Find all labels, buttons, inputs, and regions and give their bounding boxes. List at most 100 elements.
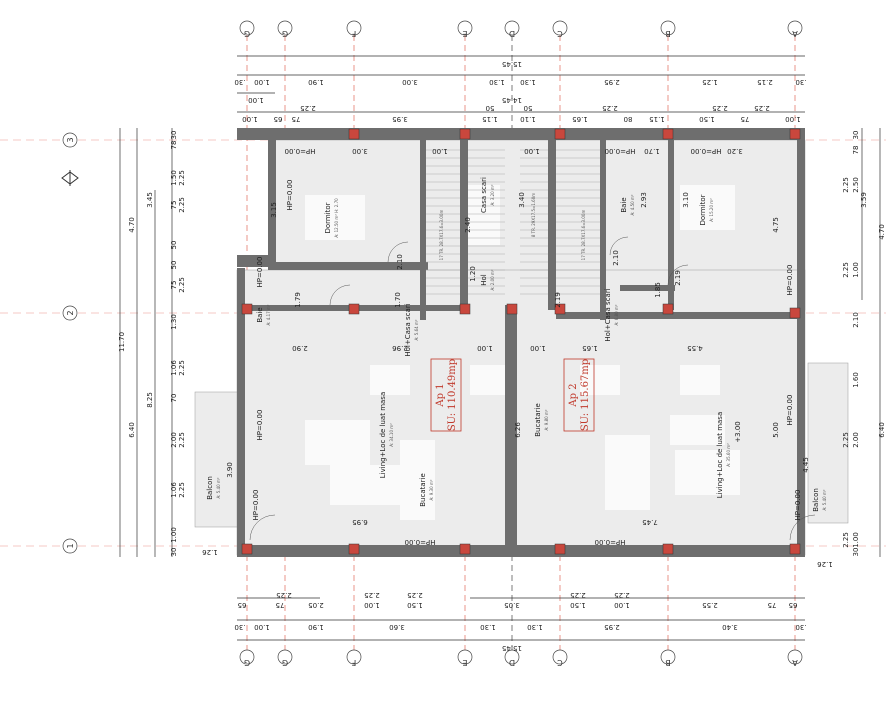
dim-value: 2.55 <box>702 601 718 609</box>
axis-label: C <box>557 29 563 38</box>
apartment-label-box <box>563 358 595 432</box>
room-label: Dormitor <box>699 194 707 225</box>
dim-value: 1.00 <box>364 601 380 609</box>
axis-bubble <box>504 20 520 36</box>
dim-sub: 2.25 <box>842 262 850 278</box>
dim-value: 6.40 <box>128 422 136 438</box>
dim-sub: 2.25 <box>712 104 728 112</box>
dim-value: 50 <box>170 241 178 250</box>
room-label: Living+Loc de luat masa <box>379 392 387 478</box>
interior-dimension: 1.79 <box>294 292 302 308</box>
dim-value: 78 <box>852 146 860 155</box>
dim-value: 65 <box>789 601 798 609</box>
axis-label: E <box>462 658 467 667</box>
wall <box>237 255 275 267</box>
dim-sub: 2.25 <box>842 532 850 548</box>
interior-dimension: 1.70 <box>644 147 660 155</box>
structural-column <box>662 303 674 315</box>
structural-column <box>348 128 360 140</box>
interior-dimension: 3.40 <box>518 192 526 208</box>
dim-value: 75 <box>170 201 178 210</box>
door-swing <box>249 514 276 541</box>
interior-dimension: 1.20 <box>469 266 477 282</box>
furniture <box>675 450 740 495</box>
structural-column <box>789 543 801 555</box>
room-area: A: 2.00 m² <box>490 269 495 290</box>
stair-label: 17 TR. 28.7X17.6=3.00m <box>439 210 444 261</box>
apartment-area: SU: 110.49mp <box>447 359 458 431</box>
wall <box>460 140 468 310</box>
interior-dimension: 1.26 <box>817 560 833 568</box>
wall <box>797 360 805 556</box>
dim-sub: 2.25 <box>754 104 770 112</box>
dim-sub: 2.25 <box>570 591 586 599</box>
room-area: A: 35.60 m² <box>726 443 731 467</box>
axis-bubble <box>552 20 568 36</box>
dim-value: 3.45 <box>146 192 154 208</box>
dim-value: 1.15 <box>482 115 498 123</box>
interior-dimension: 3.00 <box>352 147 368 155</box>
dim-overall: 11.70 <box>118 332 126 352</box>
wall <box>556 312 801 319</box>
dim-value: 30 <box>852 548 860 557</box>
furniture <box>680 365 720 395</box>
axis-bubble <box>62 132 78 148</box>
room-area: A: 4.17 m² <box>266 304 271 325</box>
room-label: Hol+Casa scari <box>604 288 612 341</box>
dim-value: 4.70 <box>878 224 886 240</box>
dim-value: 4.70 <box>128 217 136 233</box>
interior-dimension: HP=0.00 <box>285 147 316 155</box>
room-label: Baie <box>620 197 628 212</box>
dim-value: 75 <box>292 115 301 123</box>
furniture <box>305 420 370 465</box>
door-swing <box>329 284 351 306</box>
interior-dimension: 2.40 <box>464 217 472 233</box>
apartment-label-box <box>430 358 462 432</box>
dim-value: 1.00 <box>242 115 258 123</box>
structural-column <box>554 303 566 315</box>
dim-value: 80 <box>624 115 633 123</box>
interior-dimension: 2.93 <box>640 192 648 208</box>
axis-bubble <box>457 649 473 665</box>
room-label: Bucatarie <box>534 403 542 437</box>
axis-bubble <box>277 649 293 665</box>
dim-value: 50 <box>170 261 178 270</box>
dim-sub: 2.25 <box>842 177 850 193</box>
wall <box>237 268 245 556</box>
interior-dimension: HP=0.00 <box>786 395 794 426</box>
dim-value: .30 <box>795 623 806 631</box>
structural-column <box>662 543 674 555</box>
dim-overall: 15.45 <box>502 60 522 68</box>
dim-value: .30 <box>234 623 245 631</box>
floor-area <box>807 362 849 524</box>
wall <box>420 140 426 320</box>
dim-value: 1.50 <box>699 115 715 123</box>
room-label: Living+Loc de luat masa <box>716 412 724 498</box>
dim-sub: 2.25 <box>178 482 186 498</box>
room-area: A: 12.50 m² H: 2.70 <box>334 198 339 238</box>
dim-value: 75 <box>276 601 285 609</box>
room-area: A: 4.50 m² <box>630 194 635 215</box>
dim-value: 1.00 <box>248 96 264 104</box>
interior-dimension: 2.19 <box>554 292 562 308</box>
axis-bubble <box>660 20 676 36</box>
wall <box>237 545 805 557</box>
axis-label: 3 <box>66 137 75 142</box>
dim-sub: 50 <box>486 104 495 112</box>
interior-dimension: HP=0.00 <box>595 538 626 546</box>
dim-value: 2.15 <box>757 78 773 86</box>
wall <box>668 140 674 310</box>
dim-sub: 2.25 <box>178 277 186 293</box>
interior-dimension: 1.70 <box>394 292 402 308</box>
interior-dimension: 4.75 <box>772 217 780 233</box>
dim-value: .30 <box>234 78 245 86</box>
interior-dimension: 2.10 <box>612 250 620 266</box>
axis-label: B <box>665 658 671 667</box>
room-label: Dormitor <box>324 202 332 233</box>
interior-dimension: HP=0.00 <box>786 265 794 296</box>
axis-label: B <box>665 29 671 38</box>
dim-sub: 2.25 <box>614 591 630 599</box>
interior-dimension: HP=0.00 <box>794 490 802 521</box>
dim-value: 1.06 <box>170 360 178 376</box>
